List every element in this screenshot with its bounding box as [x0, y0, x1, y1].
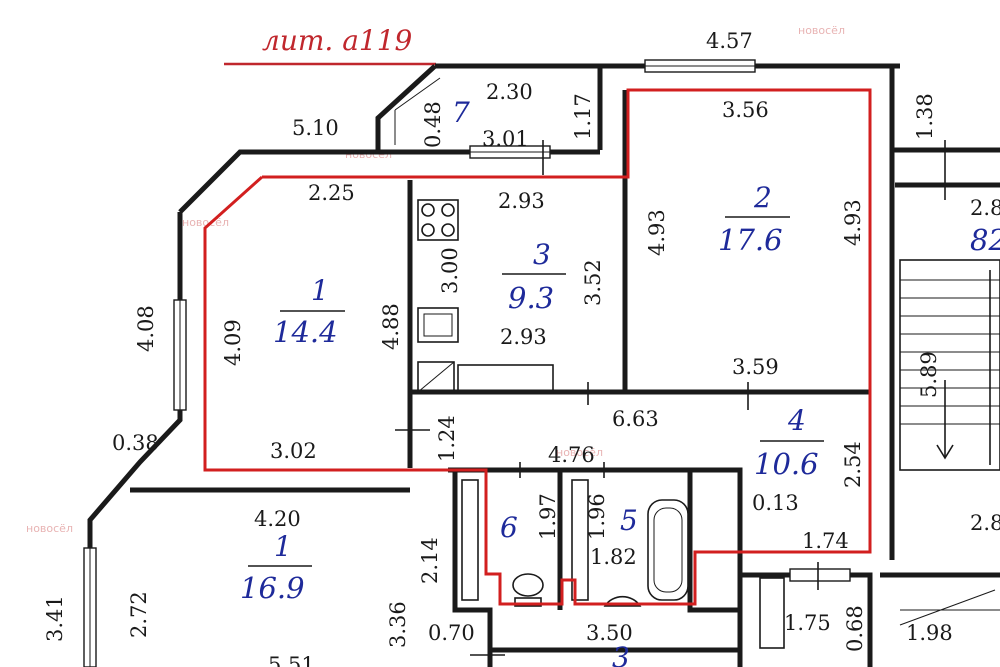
- dimension-labels: 4.57 2.30 0.48 1.17 3.01 5.10 3.56 1.38 …: [43, 29, 1000, 667]
- dimension-label: 2.8: [970, 196, 1000, 220]
- dimension-label: 1.82: [590, 545, 637, 569]
- fixtures: [394, 77, 1000, 649]
- dimension-label: 1.74: [802, 529, 849, 553]
- dimension-label: 4.57: [706, 29, 753, 53]
- dimension-label: 0.38: [112, 431, 159, 455]
- dimension-label: 1.17: [571, 93, 595, 140]
- room-labels: 1 14.4 2 17.6 3 9.3 4 10.6 5 6 7 1 16.9 …: [240, 96, 1000, 667]
- dimension-label: 1.96: [585, 493, 609, 540]
- appliance-icon: [417, 361, 455, 393]
- room-area-1: 14.4: [273, 315, 338, 349]
- dimension-label: 1.98: [906, 621, 953, 645]
- dimension-label: 1.75: [784, 611, 831, 635]
- dimension-label: 0.13: [752, 491, 799, 515]
- dimension-label: 3.02: [270, 439, 317, 463]
- watermark-logo: новосёл: [26, 522, 73, 535]
- bathtub-icon: [647, 499, 689, 601]
- dimension-label: 6.63: [612, 407, 659, 431]
- dimension-label: 5.89: [917, 351, 941, 398]
- dimension-label: 2.72: [127, 591, 151, 638]
- dimension-label: 4.93: [841, 199, 865, 246]
- room-number-2: 2: [753, 181, 772, 214]
- kitchen-sink-icon: [417, 307, 459, 343]
- dimension-label: 5.10: [292, 116, 339, 140]
- staircase: [899, 259, 1000, 471]
- dimension-label: 3.36: [386, 601, 410, 648]
- dimension-label: 2.93: [498, 189, 545, 213]
- room-area-3: 9.3: [508, 281, 554, 315]
- dimension-label: 3.50: [586, 621, 633, 645]
- dimension-label: 4.08: [134, 305, 158, 352]
- dimension-label: 4.88: [379, 303, 403, 350]
- dimension-label: 5.51: [268, 653, 315, 667]
- dimension-label: 4.76: [548, 443, 595, 467]
- room-number-1: 1: [311, 274, 329, 307]
- room-number-5: 5: [620, 504, 638, 537]
- dimension-label: 2.25: [308, 181, 355, 205]
- dimension-label: 2.8: [970, 511, 1000, 535]
- toilet-icon: [512, 573, 544, 597]
- room-area-2: 17.6: [718, 223, 783, 257]
- dimension-label: 1.38: [913, 93, 937, 140]
- dimension-label: 2.30: [486, 80, 533, 104]
- dimension-label: 1.97: [536, 493, 560, 540]
- watermark-logo: новосёл: [556, 446, 603, 459]
- stove-icon: [417, 199, 459, 241]
- watermark-logo: новосёл: [798, 24, 845, 37]
- apartment-boundary: [203, 88, 872, 606]
- dimension-label: 3.56: [722, 98, 769, 122]
- room-number-lower-1: 1: [274, 530, 292, 563]
- dimension-label: 3.00: [438, 247, 462, 294]
- dimension-label: 0.48: [421, 101, 445, 148]
- room-number-4: 4: [787, 404, 806, 437]
- windows: [83, 59, 851, 667]
- dimension-label: 4.93: [645, 209, 669, 256]
- dimension-label: 1.24: [435, 415, 459, 462]
- dimension-label: 2.14: [418, 537, 442, 584]
- room-area-4: 10.6: [754, 447, 819, 481]
- dimension-label: 3.01: [482, 127, 529, 151]
- dimension-label: 0.68: [843, 605, 867, 652]
- room-number-6: 6: [500, 511, 518, 544]
- room-area-lower-1: 16.9: [240, 571, 305, 605]
- watermark-logo: новосёл: [182, 216, 229, 229]
- dimension-label: 3.41: [43, 595, 67, 642]
- dimension-label: 0.70: [428, 621, 475, 645]
- dimension-label: 4.09: [221, 319, 245, 366]
- dimension-ticks: [395, 140, 946, 656]
- room-number-lower-3: 3: [612, 641, 630, 667]
- room-area-right: 82: [970, 223, 1000, 257]
- dimension-label: 3.59: [732, 355, 779, 379]
- building-letter-title: лит. а119: [262, 24, 412, 57]
- dimension-label: 2.54: [841, 441, 865, 488]
- dimension-label: 3.52: [581, 259, 605, 306]
- room-number-3: 3: [533, 238, 551, 271]
- dimension-label: 2.93: [500, 325, 547, 349]
- room-number-7: 7: [452, 96, 470, 129]
- dimension-label: 4.20: [254, 507, 301, 531]
